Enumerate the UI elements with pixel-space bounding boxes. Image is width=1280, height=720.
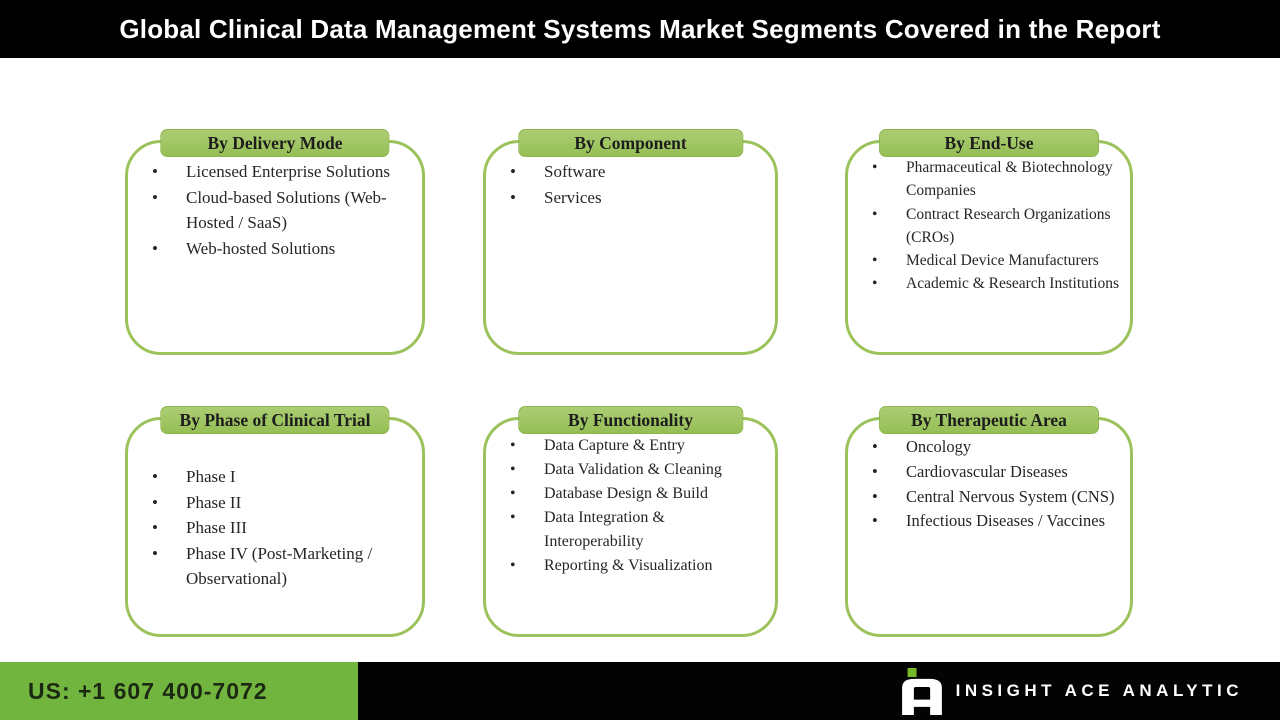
list-item-text: Reporting & Visualization <box>544 557 713 574</box>
card-phase-of-clinical-trial: By Phase of Clinical Trial • Phase I • Phas… <box>125 406 425 637</box>
page-title: Global Clinical Data Management Systems … <box>119 13 1161 44</box>
bullet-icon: • <box>152 187 158 207</box>
bullet-icon: • <box>510 437 516 454</box>
card-list: • Pharmaceutical & Biotechnology Companie… <box>848 143 1130 296</box>
list-item-text: Phase III <box>186 518 247 537</box>
bullet-icon: • <box>872 461 878 481</box>
insight-ace-logo-icon <box>901 667 942 715</box>
list-item-text: Software <box>544 162 606 181</box>
list-item-text: Web-hosted Solutions <box>186 238 336 258</box>
bullet-icon: • <box>872 437 878 456</box>
bullet-icon: • <box>872 511 878 531</box>
list-item-text: Data Integration & Interoperability <box>544 509 665 550</box>
list-item: • Central Nervous System (CNS) <box>872 485 1122 510</box>
card-header: By End-Use <box>879 129 1099 158</box>
card-list: • Oncology • Cardiovascular Diseases • Centra… <box>848 420 1130 534</box>
list-item-text: Services <box>544 187 602 207</box>
list-item: • Services <box>510 185 767 211</box>
list-item-text: Phase IV (Post-Marketing / Observational… <box>186 543 373 589</box>
card-list: • Licensed Enterprise Solutions • Cloud-bas… <box>128 143 422 261</box>
bullet-icon: • <box>510 509 516 526</box>
list-item: • Pharmaceutical & Biotechnology Companie… <box>872 156 1122 203</box>
bullet-icon: • <box>510 461 516 478</box>
bullet-icon: • <box>152 492 158 512</box>
card-therapeutic-area: By Therapeutic Area • Oncology • Cardiovasc… <box>845 406 1133 637</box>
list-item-text: Cardiovascular Diseases <box>906 461 1068 481</box>
card-list: • Data Capture & Entry • Data Validation & … <box>486 420 775 578</box>
bullet-icon: • <box>152 238 158 258</box>
footer-brand-section: INSIGHT ACE ANALYTIC <box>358 662 1280 720</box>
list-item: • Cloud-based Solutions (Web-Hosted / Saa… <box>152 185 414 236</box>
list-item-text: Phase I <box>186 467 236 486</box>
bullet-icon: • <box>152 543 158 563</box>
list-item: • Phase III <box>152 515 414 541</box>
card-list: • Software • Services <box>486 143 775 210</box>
list-item: • Cardiovascular Diseases <box>872 460 1122 485</box>
footer-phone-section: US: +1 607 400-7072 <box>0 662 358 720</box>
bullet-icon: • <box>872 159 878 176</box>
bullet-icon: • <box>510 162 516 181</box>
bullet-icon: • <box>510 557 516 574</box>
card-list: • Phase I • Phase II • Phase III • Phase IV (Po… <box>128 420 422 592</box>
list-item: • Reporting & Visualization <box>510 554 767 578</box>
bullet-icon: • <box>872 205 878 223</box>
card-header: By Therapeutic Area <box>879 406 1099 435</box>
card-header: By Functionality <box>517 406 744 435</box>
title-bar: Global Clinical Data Management Systems … <box>0 0 1280 58</box>
list-item-text: Academic & Research Institutions <box>906 275 1120 293</box>
list-item-text: Cloud-based Solutions (Web-Hosted / SaaS… <box>186 187 387 233</box>
card-delivery-mode: By Delivery Mode • Licensed Enterprise So… <box>125 129 425 355</box>
bullet-icon: • <box>152 467 158 486</box>
bullet-icon: • <box>872 486 878 506</box>
bullet-icon: • <box>152 518 158 537</box>
list-item: • Phase II <box>152 490 414 516</box>
list-item: • Contract Research Organizations (CROs) <box>872 203 1122 250</box>
footer-bar: US: +1 607 400-7072 INSIGHT ACE ANALYTIC <box>0 662 1280 720</box>
bullet-icon: • <box>510 485 516 502</box>
list-item: • Medical Device Manufacturers <box>872 249 1122 272</box>
list-item-text: Licensed Enterprise Solutions <box>186 162 390 181</box>
list-item-text: Medical Device Manufacturers <box>906 252 1099 269</box>
list-item-text: Database Design & Build <box>544 485 708 502</box>
phone-number: US: +1 607 400-7072 <box>28 677 268 704</box>
list-item: • Licensed Enterprise Solutions <box>152 159 414 185</box>
card-header: By Phase of Clinical Trial <box>160 406 390 435</box>
list-item: • Academic & Research Institutions <box>872 272 1122 295</box>
list-item-text: Data Validation & Cleaning <box>544 461 722 478</box>
list-item-text: Data Capture & Entry <box>544 437 685 454</box>
list-item-text: Oncology <box>906 437 972 456</box>
card-header: By Delivery Mode <box>160 129 390 158</box>
list-item: • Phase I <box>152 464 414 490</box>
list-item: • Data Validation & Cleaning <box>510 458 767 482</box>
bullet-icon: • <box>510 187 516 207</box>
card-functionality: By Functionality • Data Capture & Entry • D… <box>483 406 778 637</box>
bullet-icon: • <box>872 275 878 293</box>
card-end-use: By End-Use • Pharmaceutical & Biotechnolo… <box>845 129 1133 355</box>
list-item: • Data Capture & Entry <box>510 434 767 458</box>
list-item-text: Infectious Diseases / Vaccines <box>906 511 1106 531</box>
bullet-icon: • <box>152 162 158 181</box>
list-item: • Oncology <box>872 435 1122 460</box>
list-item-text: Pharmaceutical & Biotechnology Companies <box>906 159 1113 200</box>
list-item: • Data Integration & Interoperability <box>510 506 767 554</box>
list-item: • Software <box>510 159 767 185</box>
list-item: • Database Design & Build <box>510 482 767 506</box>
list-item-text: Central Nervous System (CNS) <box>906 486 1115 506</box>
card-component: By Component • Software • Services <box>483 129 778 355</box>
list-item: • Infectious Diseases / Vaccines <box>872 509 1122 534</box>
bullet-icon: • <box>872 252 878 269</box>
list-item: • Phase IV (Post-Marketing / Observationa… <box>152 541 414 592</box>
list-item-text: Contract Research Organizations (CROs) <box>906 205 1111 246</box>
list-item: • Web-hosted Solutions <box>152 236 414 262</box>
card-header: By Component <box>517 129 744 158</box>
list-item-text: Phase II <box>186 492 242 512</box>
brand-name: INSIGHT ACE ANALYTIC <box>955 681 1243 700</box>
